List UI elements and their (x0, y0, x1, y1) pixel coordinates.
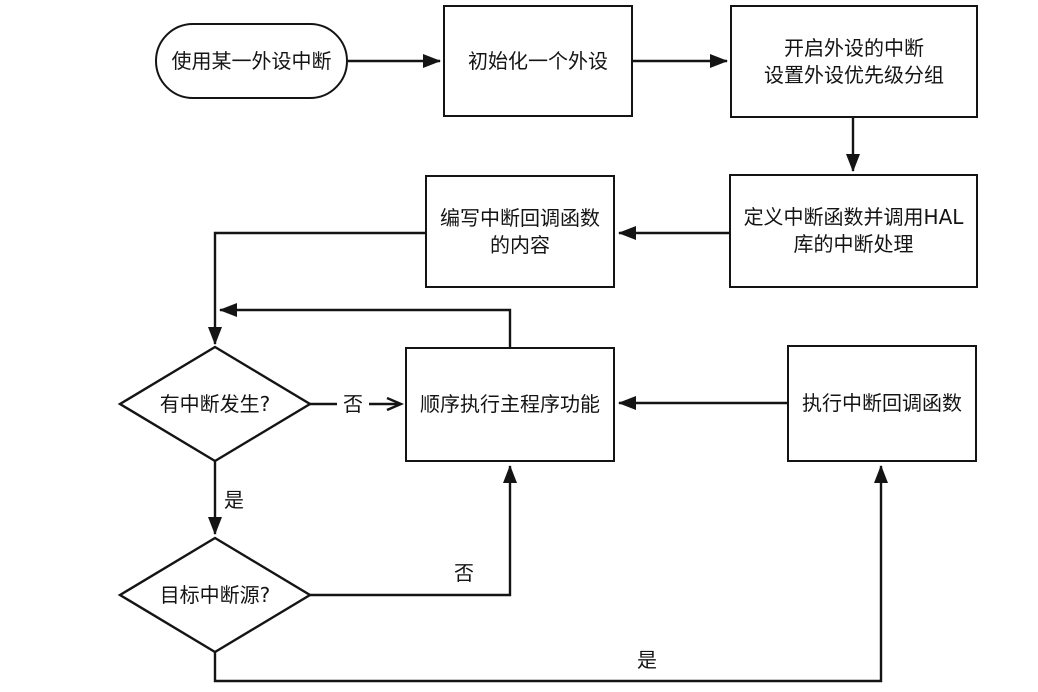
node-exec-callback: 执行中断回调函数 (787, 345, 977, 462)
node-main-program: 顺序执行主程序功能 (405, 347, 615, 462)
edge-main-loop-back (219, 303, 512, 347)
node-enable-interrupt: 开启外设的中断 设置外设优先级分组 (730, 5, 978, 118)
edge-label-interrupt-yes: 是 (224, 488, 244, 512)
edge-label-interrupt-no: 否 (337, 393, 369, 415)
node-define-handler: 定义中断函数并调用HAL 库的中断处理 (729, 174, 978, 288)
edge-label-source-no: 否 (454, 561, 474, 585)
edge-label-source-yes: 是 (637, 648, 657, 672)
edge-write-to-interrupt-check (208, 231, 425, 345)
node-write-callback: 编写中断回调函数 的内容 (425, 175, 615, 288)
edge-source-yes-to-exec (213, 465, 888, 683)
node-target-source-label: 目标中断源? (159, 583, 271, 607)
node-start: 使用某一外设中断 (155, 23, 348, 99)
node-interrupt-occurred-label: 有中断发生? (159, 392, 271, 416)
edge-source-no-to-main (310, 465, 517, 597)
node-init-peripheral: 初始化一个外设 (443, 5, 633, 117)
